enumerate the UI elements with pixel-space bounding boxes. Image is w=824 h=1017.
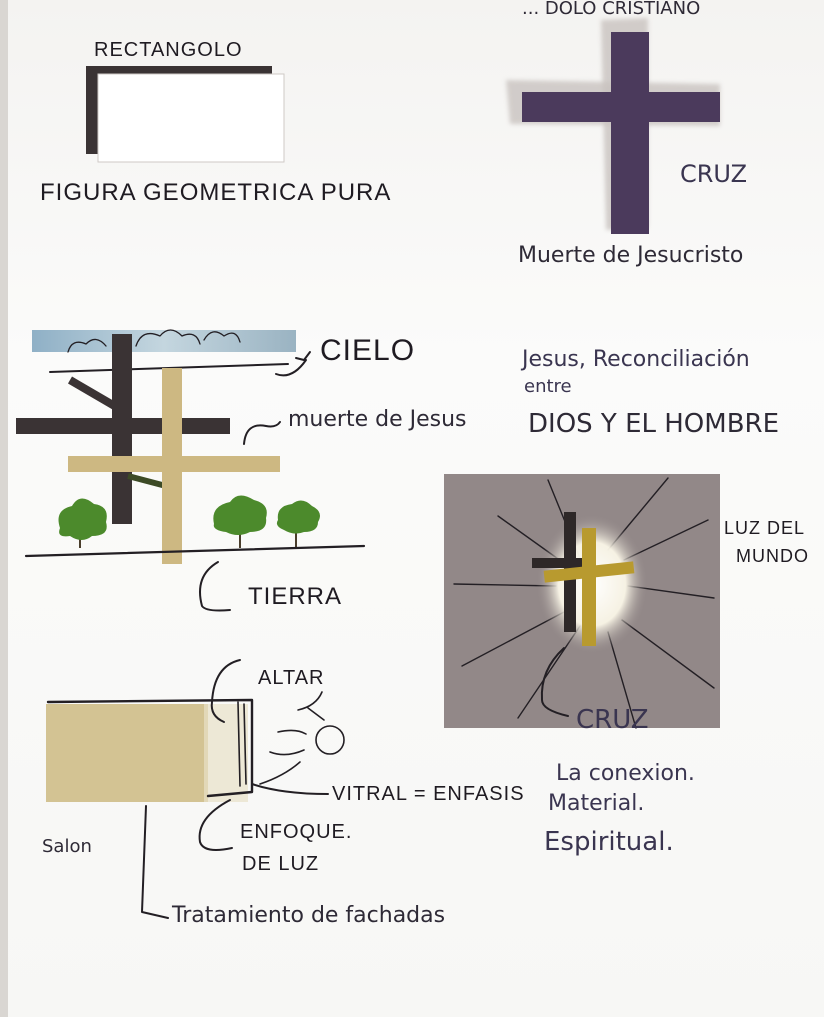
ground-line <box>24 544 366 558</box>
fachadas-bracket <box>141 805 169 919</box>
label-de-luz: DE LUZ <box>242 853 319 875</box>
caption-muerte-jesucristo: Muerte de Jesucristo <box>518 243 743 268</box>
label-muerte-jesus: muerte de Jesus <box>288 407 467 432</box>
altar-outline <box>46 698 254 798</box>
sketch-sheet: ... DOLO CRISTIANO RECTANGOLO FIGURA GEO… <box>8 0 824 1017</box>
tree-right <box>276 500 320 548</box>
label-luz-del: LUZ DEL <box>724 518 805 538</box>
panel-light-of-world: CRUZ LUZ DEL MUNDO La conexion. Material… <box>444 474 809 857</box>
cross-horizontal-bar <box>522 92 720 122</box>
gold-cross-horizontal <box>543 561 635 583</box>
label-enfoque: ENFOQUE. <box>240 821 352 843</box>
label-tierra: TIERRA <box>248 583 342 610</box>
label-mundo: MUNDO <box>736 546 809 566</box>
reconciliation-line-3: DIOS Y EL HOMBRE <box>528 409 779 439</box>
panel-altar-plan: ALTAR VITRAL = ENFASIS ENFOQUE. DE LUZ S… <box>42 659 525 928</box>
label-cruz: CRUZ <box>680 160 747 188</box>
label-vitral-enfasis: VITRAL = ENFASIS <box>332 783 525 805</box>
label-salon: Salon <box>42 836 92 857</box>
gold-cross-vertical <box>582 528 596 646</box>
salon-block <box>46 704 208 802</box>
tree-middle <box>213 495 267 548</box>
panel-purple-cross: CRUZ Muerte de Jesucristo <box>506 18 747 268</box>
label-tratamiento-fachadas: Tratamiento de fachadas <box>171 903 445 928</box>
reconciliation-line-1: Jesus, Reconciliación <box>520 347 750 372</box>
dark-cross-horizontal <box>16 418 230 434</box>
tree-left <box>58 498 107 548</box>
tan-cross-horizontal <box>68 456 280 472</box>
label-cielo: CIELO <box>320 334 415 367</box>
note-material: Material. <box>548 791 644 816</box>
rectangle-shape <box>97 73 285 163</box>
note-espiritual: Espiritual. <box>544 827 674 857</box>
reconciliation-line-2: entre <box>524 376 572 397</box>
cloud-scribbles <box>67 329 241 353</box>
label-cruz-light: CRUZ <box>576 705 649 735</box>
sketch-canvas: ... DOLO CRISTIANO RECTANGOLO FIGURA GEO… <box>16 0 809 928</box>
cross-vertical-bar <box>611 32 649 234</box>
sky-band <box>32 330 296 352</box>
shadow-cross-horizontal <box>532 558 586 568</box>
light-scribbles <box>259 691 345 785</box>
panel-sky-earth: CIELO muerte de Jesus TIERRA <box>16 329 467 612</box>
note-conexion: La conexion. <box>556 761 695 786</box>
top-cut-text: ... DOLO CRISTIANO <box>522 0 700 19</box>
panel-reconciliation: Jesus, Reconciliación entre DIOS Y EL HO… <box>520 347 779 439</box>
label-figura-geometrica: FIGURA GEOMETRICA PURA <box>40 179 391 206</box>
panel-rectangle: RECTANGOLO FIGURA GEOMETRICA PURA <box>40 39 391 206</box>
label-rectangulo: RECTANGOLO <box>94 39 243 61</box>
label-altar: ALTAR <box>258 667 325 689</box>
